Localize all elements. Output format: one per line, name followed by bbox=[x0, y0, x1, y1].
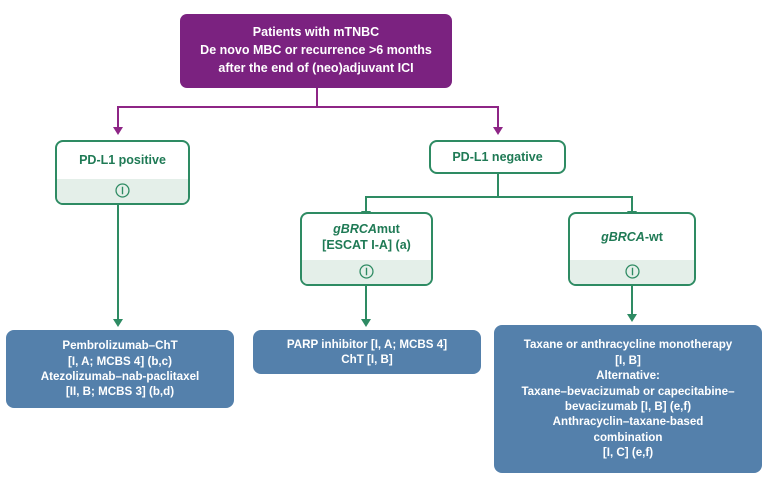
gbrca-mut-gene: gBRCA bbox=[333, 221, 377, 236]
gbrca-mut-line-2: [ESCAT I-A] (a) bbox=[322, 238, 411, 252]
connector-to-gbrca-mut bbox=[365, 196, 368, 212]
gbrca-wt-line-1: gBRCA-wt bbox=[601, 229, 663, 245]
gbrca-mut-label: gBRCAmut [ESCAT I-A] (a) bbox=[302, 214, 431, 260]
gbrca-mut-info-band[interactable] bbox=[302, 260, 431, 284]
treatment-gbrca-wt-line-1: Taxane or anthracycline monotherapy bbox=[523, 338, 733, 352]
arrow-gbrca-mut-to-treatment bbox=[360, 319, 371, 327]
treatment-gbrca-wt-line-6: Anthracyclin–taxane-based bbox=[552, 415, 704, 429]
arrow-gbrca-wt-to-treatment bbox=[626, 314, 637, 322]
info-icon[interactable] bbox=[624, 263, 641, 280]
treatment-gbrca-mut-line-2: ChT [I, B] bbox=[341, 353, 393, 366]
connector-root-spine bbox=[117, 106, 499, 109]
treatment-gbrca-mut-line-1: PARP inhibitor [I, A; MCBS 4] bbox=[286, 337, 448, 351]
connector-gbrca-mut-to-treatment bbox=[365, 286, 368, 320]
node-gbrca-mut[interactable]: gBRCAmut [ESCAT I-A] (a) bbox=[300, 212, 433, 286]
connector-root-to-pdl1-positive bbox=[117, 106, 120, 128]
arrow-root-to-pdl1-negative bbox=[492, 127, 503, 135]
treatment-gbrca-wt-line-4: Taxane–bevacizumab or capecitabine– bbox=[521, 384, 735, 398]
node-treatment-gbrca-wt[interactable]: Taxane or anthracycline monotherapy [I, … bbox=[494, 325, 762, 473]
gbrca-mut-suffix: mut bbox=[376, 221, 400, 236]
root-line-2: De novo MBC or recurrence >6 months bbox=[200, 43, 432, 58]
root-line-1: Patients with mTNBC bbox=[252, 25, 380, 40]
node-treatment-pdl1-positive[interactable]: Pembrolizumab–ChT [I, A; MCBS 4] (b,c) A… bbox=[6, 330, 234, 408]
node-treatment-gbrca-mut[interactable]: PARP inhibitor [I, A; MCBS 4] ChT [I, B] bbox=[253, 330, 481, 374]
treatment-gbrca-wt-line-8: [I, C] (e,f) bbox=[602, 446, 654, 460]
treatment-pdl1-positive-line-2: [I, A; MCBS 4] (b,c) bbox=[68, 354, 172, 368]
gbrca-wt-gene: gBRCA bbox=[601, 229, 645, 244]
info-icon[interactable] bbox=[114, 182, 131, 199]
root-line-3: after the end of (neo)adjuvant ICI bbox=[218, 60, 414, 75]
gbrca-mut-line-1: gBRCAmut bbox=[333, 221, 400, 237]
connector-to-gbrca-wt bbox=[631, 196, 634, 212]
arrow-pdl1-positive-to-treatment bbox=[112, 319, 123, 327]
connector-gbrca-spine bbox=[365, 196, 633, 199]
gbrca-wt-suffix: -wt bbox=[644, 229, 663, 244]
node-pdl1-positive[interactable]: PD-L1 positive bbox=[55, 140, 190, 205]
gbrca-wt-label: gBRCA-wt bbox=[570, 214, 694, 260]
pdl1-positive-label: PD-L1 positive bbox=[79, 153, 166, 168]
info-icon[interactable] bbox=[358, 263, 375, 280]
treatment-gbrca-wt-line-2: [I, B] bbox=[615, 353, 641, 367]
connector-pdl1-negative-stem bbox=[497, 174, 500, 198]
treatment-gbrca-wt-line-5: bevacizumab [I, B] (e,f) bbox=[564, 400, 692, 413]
gbrca-wt-info-band[interactable] bbox=[570, 260, 694, 284]
node-patients-mtnbc[interactable]: Patients with mTNBC De novo MBC or recur… bbox=[180, 14, 452, 88]
treatment-pdl1-positive-line-4: [II, B; MCBS 3] (b,d) bbox=[65, 385, 175, 399]
treatment-pdl1-positive-line-1: Pembrolizumab–ChT bbox=[62, 339, 178, 353]
treatment-pdl1-positive-line-3: Atezolizumab–nab-paclitaxel bbox=[40, 370, 200, 383]
connector-gbrca-wt-to-treatment bbox=[631, 286, 634, 315]
connector-pdl1-positive-to-treatment bbox=[117, 205, 120, 320]
connector-root-to-pdl1-negative bbox=[497, 106, 500, 128]
pdl1-positive-info-band[interactable] bbox=[57, 179, 188, 203]
pdl1-negative-label: PD-L1 negative bbox=[452, 149, 543, 164]
treatment-gbrca-wt-line-7: combination bbox=[593, 430, 663, 444]
arrow-root-to-pdl1-positive bbox=[112, 127, 123, 135]
node-gbrca-wt[interactable]: gBRCA-wt bbox=[568, 212, 696, 286]
node-pdl1-negative[interactable]: PD-L1 negative bbox=[429, 140, 566, 174]
connector-root-stem bbox=[316, 88, 319, 108]
treatment-gbrca-wt-line-3: Alternative: bbox=[596, 369, 660, 383]
